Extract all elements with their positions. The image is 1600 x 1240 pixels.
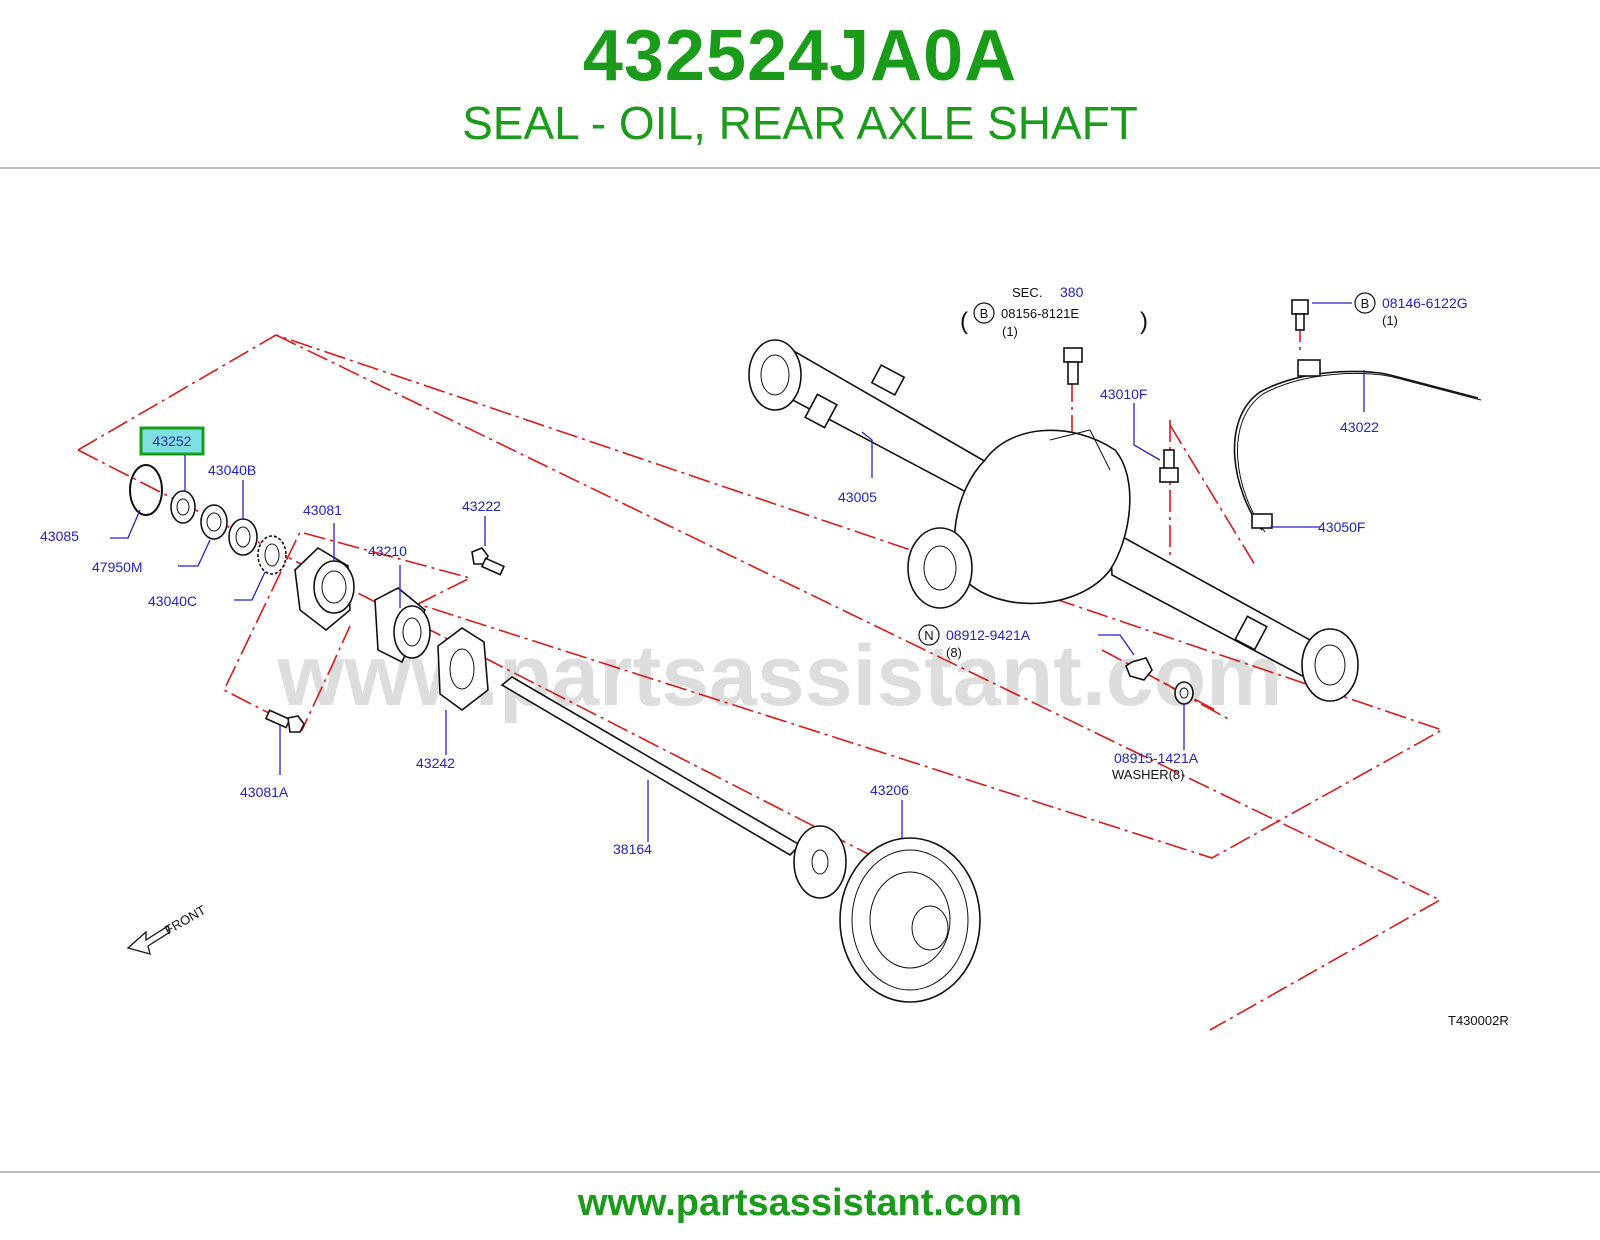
nut-number-08912-9421A[interactable]: 08912-9421A (946, 627, 1031, 643)
part-label-43005[interactable]: 43005 (838, 489, 877, 505)
breather-part (1159, 449, 1179, 483)
bolt-qty-1: (1) (1002, 324, 1018, 339)
part-label-47950M[interactable]: 47950M (92, 559, 143, 575)
part-label-43085[interactable]: 43085 (40, 528, 79, 544)
bolt-qty-2: (1) (1382, 313, 1398, 328)
o-ring-43085 (129, 464, 163, 516)
bolt-b-symbol-circle-1 (973, 302, 995, 324)
footer-divider (0, 1171, 1600, 1173)
part-label-38164[interactable]: 38164 (613, 841, 652, 857)
nut-n-symbol-circle (918, 624, 940, 646)
bearing-43210 (374, 587, 431, 664)
nut-n-symbol: N (924, 628, 933, 643)
bearing-ring-47950M (200, 504, 228, 540)
part-label-43252[interactable]: 43252 (153, 433, 192, 449)
part-description: SEAL - OIL, REAR AXLE SHAFT (462, 97, 1138, 149)
brake-hose (1233, 299, 1482, 533)
oil-seal-43252 (170, 490, 196, 524)
bolt-43222 (471, 547, 505, 576)
washer-name: WASHER(8) (1112, 767, 1184, 782)
front-arrow-icon (126, 925, 171, 955)
diagram-svg: www.partsassistant.com (40, 284, 1509, 1031)
bolt-number-08146-6122G[interactable]: 08146-6122G (1382, 295, 1468, 311)
bolt-b-symbol-1: B (980, 306, 989, 321)
highlight-box-43252 (139, 426, 205, 456)
washer-number-08915-1421A[interactable]: 08915-1421A (1114, 750, 1199, 766)
part-label-43081A[interactable]: 43081A (240, 784, 289, 800)
header-divider (0, 167, 1600, 169)
part-label-43081[interactable]: 43081 (303, 502, 342, 518)
part-label-43040C[interactable]: 43040C (148, 593, 197, 609)
assembly-outline-lower (275, 334, 1442, 1031)
leader-lines (110, 302, 1365, 842)
part-label-43206[interactable]: 43206 (870, 782, 909, 798)
nut-qty: (8) (946, 645, 962, 660)
part-number-title: 432524JA0A (582, 16, 1018, 96)
top-bolt (1063, 347, 1083, 385)
part-label-43222[interactable]: 43222 (462, 498, 501, 514)
part-label-43210[interactable]: 43210 (368, 543, 407, 559)
brake-drum-43206 (839, 837, 981, 1003)
part-label-43050F[interactable]: 43050F (1318, 519, 1365, 535)
backing-plate-43242 (437, 627, 489, 711)
page-header: 432524JA0A SEAL - OIL, REAR AXLE SHAFT (0, 0, 1600, 168)
axle-shaft-38164 (500, 676, 847, 899)
assembly-outline (77, 334, 1444, 859)
axle-housing (748, 339, 1359, 702)
diagram-code: T430002R (1448, 1013, 1509, 1028)
sec-number[interactable]: 380 (1060, 284, 1084, 300)
part-label-43040B[interactable]: 43040B (208, 462, 256, 478)
paren-open: ( (960, 308, 968, 335)
front-label: FRONT (162, 902, 208, 937)
bolt-b-symbol-2: B (1361, 296, 1370, 311)
footer-website-link[interactable]: www.partsassistant.com (577, 1182, 1023, 1224)
bolt-43081A (264, 709, 305, 733)
part-label-43242[interactable]: 43242 (416, 755, 455, 771)
sec-label: SEC. (1012, 285, 1042, 300)
bearing-housing-43081 (294, 546, 355, 632)
part-label-43010F[interactable]: 43010F (1100, 386, 1147, 402)
bolt-b-symbol-circle-2 (1354, 292, 1376, 314)
exploded-parts-diagram: www.partsassistant.com (0, 170, 1600, 1170)
lock-washer-43040B (228, 518, 258, 556)
paren-close: ) (1140, 308, 1148, 335)
bracket-centerline (1169, 424, 1256, 566)
toothed-washer-43040C (257, 535, 287, 575)
part-label-43022[interactable]: 43022 (1340, 419, 1379, 435)
bolt-number-08156-8121E[interactable]: 08156-8121E (1001, 306, 1079, 321)
